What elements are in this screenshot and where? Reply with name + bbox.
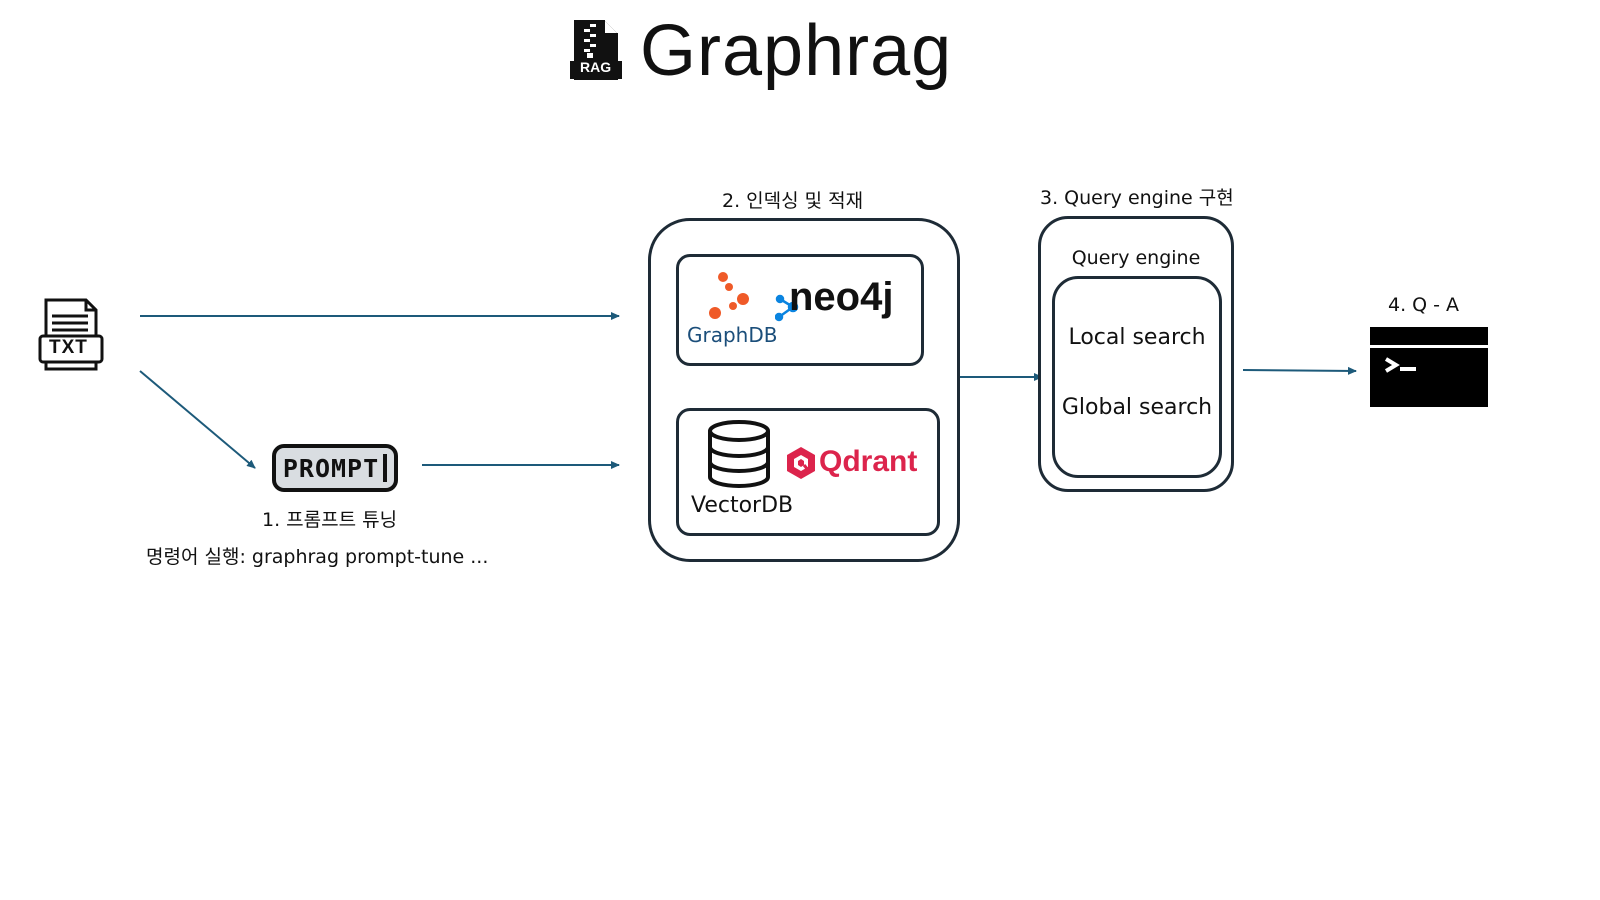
graphdb-label: GraphDB bbox=[687, 323, 778, 347]
terminal-icon bbox=[1370, 327, 1488, 407]
step2-label: 2. 인덱싱 및 적재 bbox=[722, 190, 864, 212]
search-mode-local: Local search bbox=[1068, 325, 1206, 350]
graphdb-box: GraphDB neo4j bbox=[676, 254, 924, 366]
prompt-icon-text: PROMPT bbox=[282, 453, 380, 483]
rag-zip-file-icon bbox=[570, 20, 622, 80]
step1-command: 명령어 실행: graphrag prompt-tune ... bbox=[146, 546, 489, 568]
neo4j-icon bbox=[775, 294, 799, 322]
search-modes-box: Local search Global search bbox=[1052, 276, 1222, 478]
query-engine-title: Query engine bbox=[1071, 247, 1201, 269]
database-icon bbox=[708, 420, 770, 488]
neo4j-label: neo4j bbox=[789, 275, 894, 319]
qdrant-icon bbox=[787, 447, 815, 479]
rag-icon-label: RAG bbox=[580, 59, 612, 75]
vectordb-box: VectorDB Qdrant bbox=[676, 408, 940, 536]
txt-file-icon: TXT bbox=[38, 298, 104, 372]
graphdb-dots-icon bbox=[709, 272, 749, 319]
prompt-cursor bbox=[383, 454, 388, 482]
qdrant-label: Qdrant bbox=[819, 445, 918, 478]
step4-label: 4. Q - A bbox=[1388, 294, 1460, 316]
prompt-icon: PROMPT bbox=[272, 444, 398, 492]
search-mode-global: Global search bbox=[1061, 395, 1213, 420]
arrow-query-to-qa bbox=[1242, 366, 1357, 375]
txt-file-label: TXT bbox=[49, 337, 88, 358]
title-area: RAG Graphrag bbox=[570, 6, 952, 96]
step3-label: 3. Query engine 구현 bbox=[1040, 187, 1234, 209]
arrow-txt-to-prompt bbox=[139, 370, 256, 469]
step1-label: 1. 프롬프트 튜닝 bbox=[262, 509, 398, 531]
vectordb-label: VectorDB bbox=[691, 493, 794, 518]
page-title: Graphrag bbox=[640, 11, 953, 91]
